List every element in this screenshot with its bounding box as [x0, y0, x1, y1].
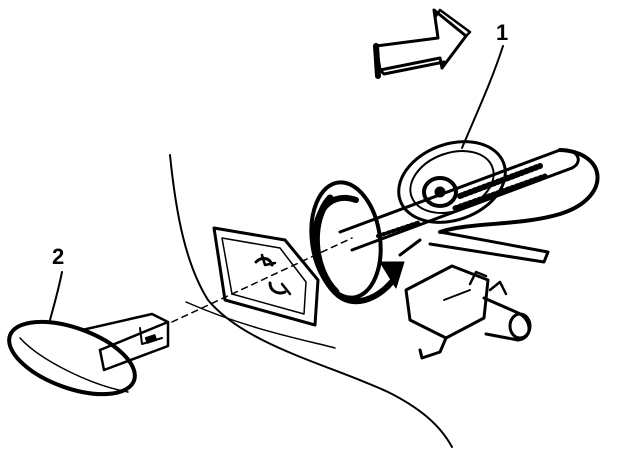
- body-panel-edge: [169, 154, 453, 448]
- alignment-line: [171, 237, 353, 323]
- part-2-knob: [7, 312, 170, 397]
- panel-bezel: [212, 226, 320, 327]
- rotation-arrow-icon: [311, 195, 405, 305]
- callout-1-label: 1: [496, 20, 509, 45]
- callout-1-leader: [461, 45, 504, 149]
- part-1-switch-assembly: [309, 140, 600, 360]
- body-panel-lower-edge: [185, 301, 336, 349]
- callout-2-label: 2: [52, 244, 65, 269]
- direction-arrow-icon: [373, 8, 472, 79]
- callout-2-leader: [49, 271, 63, 321]
